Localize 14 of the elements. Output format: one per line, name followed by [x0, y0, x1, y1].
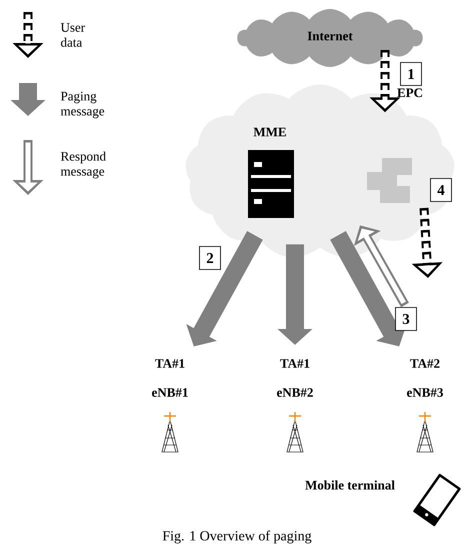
block-arrow — [330, 231, 407, 346]
legend-text: Respond message — [60, 152, 106, 178]
node-label: TA#1 eNB#1 — [152, 359, 188, 397]
legend-text: Paging message — [60, 92, 104, 118]
node-label: TA#1 eNB#2 — [277, 359, 313, 397]
cloud: Internet — [237, 9, 423, 67]
step-number: 2 — [199, 246, 221, 270]
node-label: Mobile terminal — [305, 480, 395, 490]
step-number: 1 — [400, 62, 422, 86]
legend-text: User data — [60, 23, 85, 47]
caption: Fig. 1 Overview of paging — [162, 530, 312, 544]
node-label: TA#2 eNB#3 — [407, 359, 443, 397]
step-number: 4 — [430, 178, 452, 202]
step-number: 3 — [395, 307, 417, 331]
